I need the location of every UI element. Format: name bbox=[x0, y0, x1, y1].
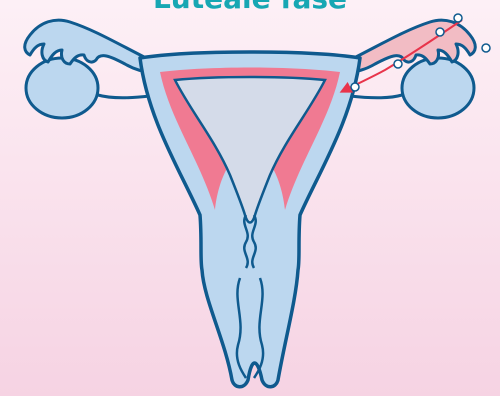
egg bbox=[436, 28, 444, 36]
ovary-left-icon bbox=[26, 58, 98, 118]
egg bbox=[482, 44, 490, 52]
ovary-right-icon bbox=[402, 58, 474, 118]
egg bbox=[351, 83, 359, 91]
left-ovarian-ligament bbox=[98, 95, 150, 98]
right-ovarian-ligament bbox=[350, 95, 402, 98]
egg bbox=[394, 60, 402, 68]
egg bbox=[454, 14, 462, 22]
